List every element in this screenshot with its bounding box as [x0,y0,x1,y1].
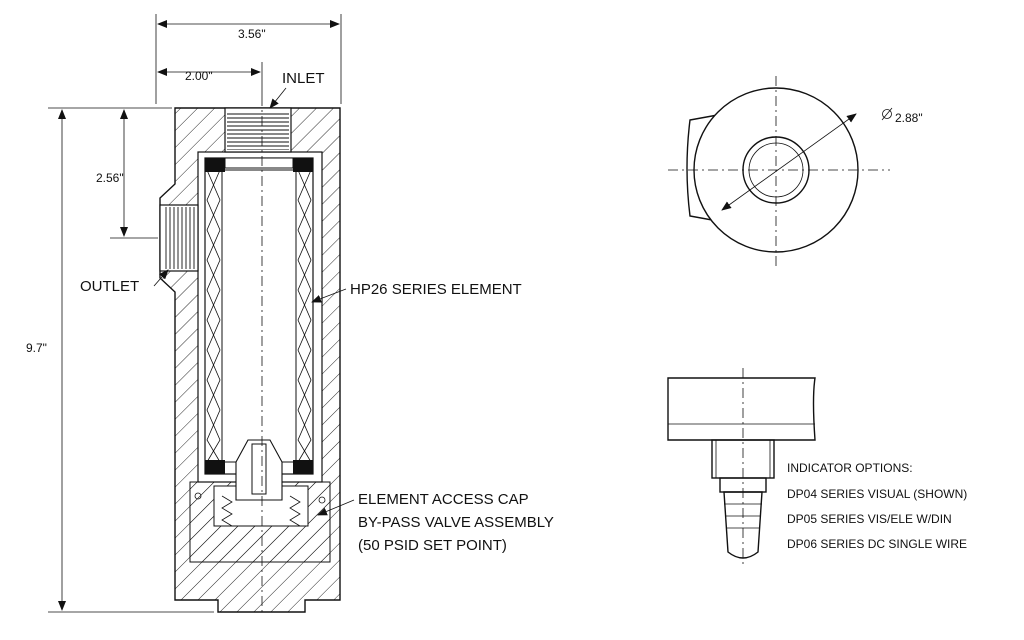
access-cap-region [189,439,331,563]
label-access-cap: ELEMENT ACCESS CAP [358,491,529,508]
indicator-option-3: DP06 SERIES DC SINGLE WIRE [787,537,967,551]
label-outlet: OUTLET [80,278,139,295]
label-bypass-setpoint: (50 PSID SET POINT) [358,537,507,554]
indicator-heading: INDICATOR OPTIONS: [787,461,913,475]
dim-diameter: 2.88" [895,111,923,125]
dim-overall-height: 9.7" [26,341,47,355]
indicator-view [667,368,816,566]
indicator-option-2: DP05 SERIES VIS/ELE W/DIN [787,512,952,526]
filter-element [204,157,314,475]
label-bypass-valve: BY-PASS VALVE ASSEMBLY [358,514,554,531]
dimension-lines [48,14,342,613]
dim-outlet-height: 2.56" [96,171,124,185]
label-element: HP26 SERIES ELEMENT [350,281,522,298]
indicator-option-1: DP04 SERIES VISUAL (SHOWN) [787,487,967,501]
dim-overall-width: 3.56" [238,27,266,41]
label-inlet: INLET [282,70,325,87]
top-view [668,76,893,266]
housing-section-view [159,96,341,613]
dim-inlet-offset: 2.00" [185,69,213,83]
